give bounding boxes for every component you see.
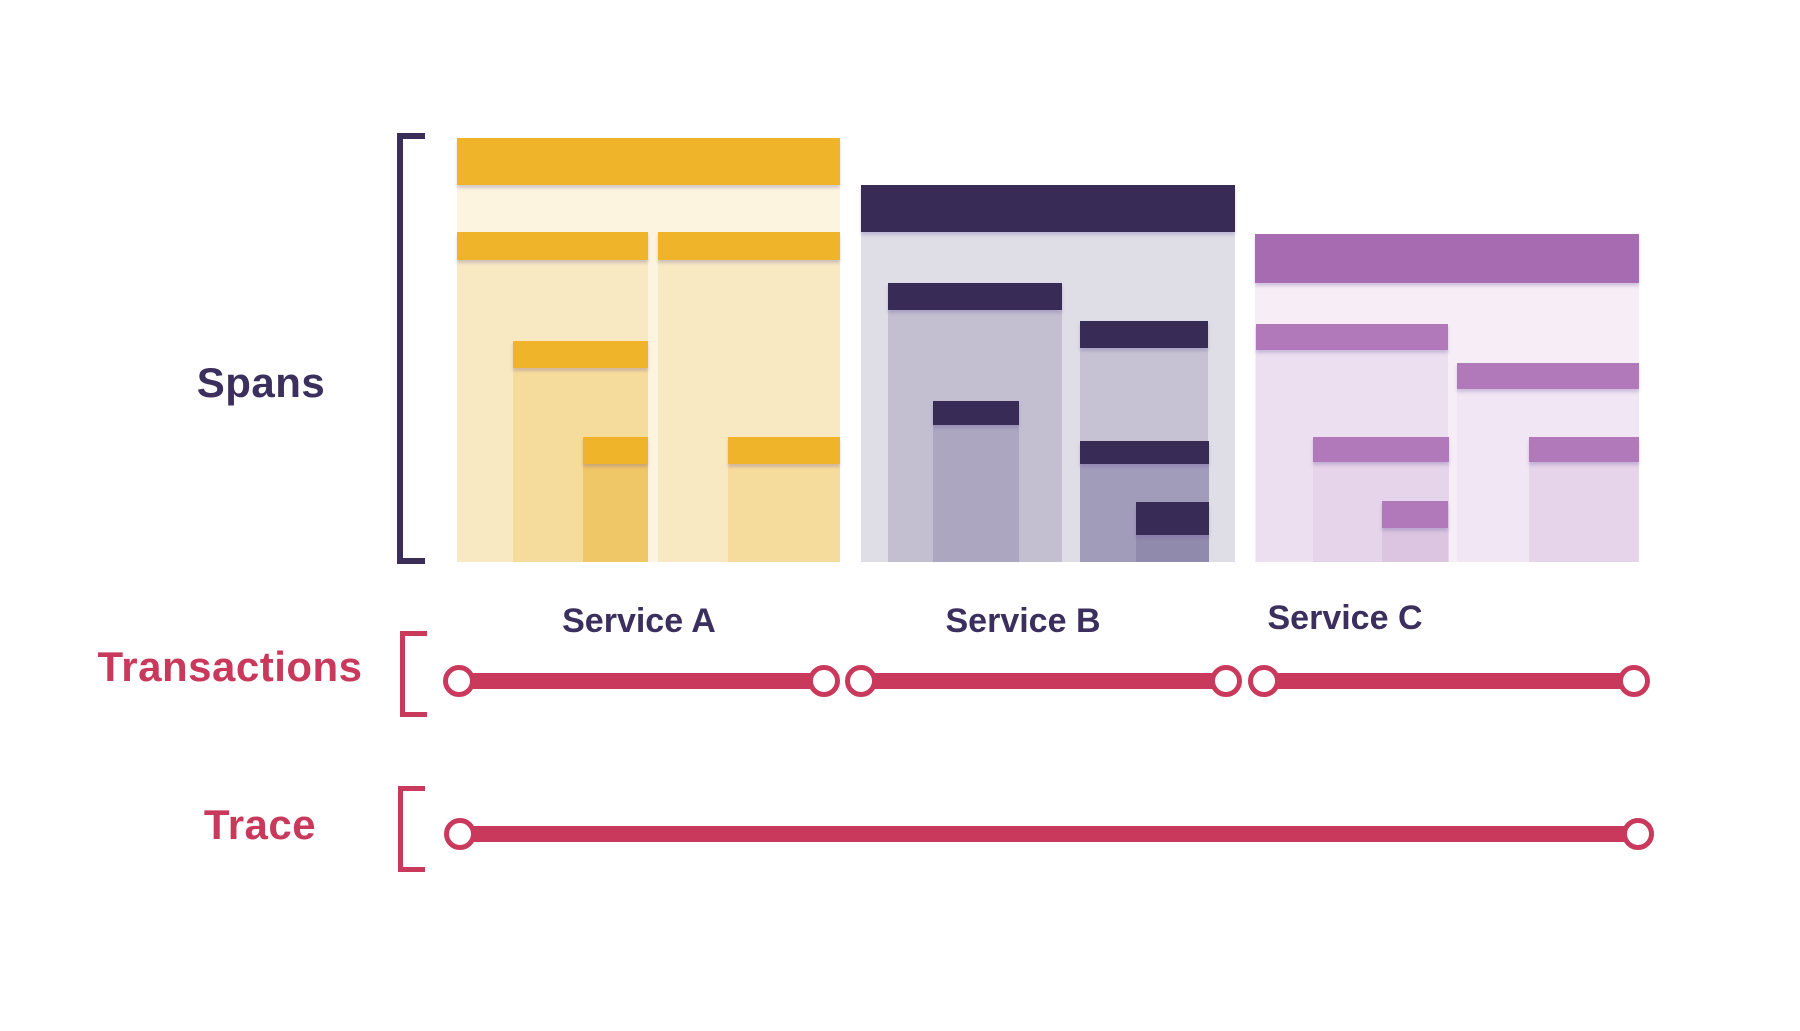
transaction-0-line [459,673,824,689]
spans-label: Spans [196,359,326,406]
span-header-service-0-l2-5 [728,437,840,464]
span-header-service-1-l0-0 [861,185,1235,232]
span-header-service-1-l2-2 [933,401,1019,425]
span-header-service-0-l3-4 [583,437,648,464]
span-header-service-1-l1-1 [888,283,1062,310]
trace-label: Trace [203,801,317,848]
span-header-service-0-l1-2 [658,232,840,260]
span-header-service-0-l2-3 [513,341,648,368]
transaction-1-end-circle [1210,665,1242,697]
span-header-service-2-l3-3 [1382,501,1448,528]
transactions-bracket [400,631,427,717]
span-body-service-2-l2-5 [1529,462,1639,562]
span-body-service-0-l2-5 [728,464,840,562]
span-body-service-2-l3-3 [1382,528,1448,562]
transactions-label: Transactions [97,643,363,690]
span-header-service-2-l0-0 [1255,234,1639,283]
span-header-service-2-l2-5 [1529,437,1639,462]
trace-line [460,826,1638,842]
span-header-service-2-l1-4 [1457,363,1639,389]
span-header-service-2-l1-1 [1256,324,1448,350]
span-body-service-0-l3-4 [583,464,648,562]
trace-end-circle [1622,818,1654,850]
service-label-2: Service C [1267,599,1423,637]
span-header-service-1-l3-5 [1136,502,1209,535]
span-body-service-1-l3-5 [1136,535,1209,562]
transaction-1-start-circle [845,665,877,697]
transaction-1-line [861,673,1226,689]
span-header-service-0-l1-1 [457,232,648,260]
span-header-service-0-l0-0 [457,138,840,185]
span-body-service-1-l2-2 [933,425,1019,562]
span-header-service-1-l2-4 [1080,441,1209,464]
service-label-1: Service B [945,602,1101,640]
transaction-2-end-circle [1618,665,1650,697]
service-label-0: Service A [562,602,716,640]
transaction-0-end-circle [808,665,840,697]
transaction-2-start-circle [1248,665,1280,697]
trace-start-circle [444,818,476,850]
spans-bracket [397,133,425,564]
transaction-2-line [1264,673,1634,689]
span-header-service-1-l1-3 [1080,321,1208,348]
trace-bracket [398,786,425,872]
transaction-0-start-circle [443,665,475,697]
span-header-service-2-l2-2 [1313,437,1449,462]
